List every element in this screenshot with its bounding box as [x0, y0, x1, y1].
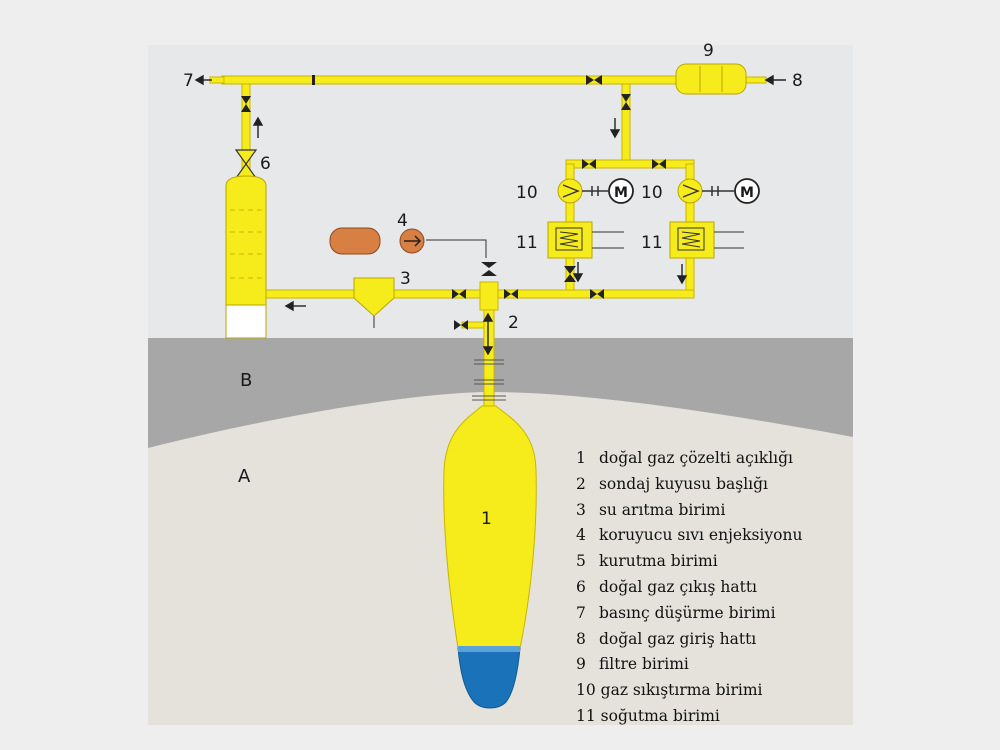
legend-item: 3 su arıtma birimi [576, 500, 726, 519]
label-outlet-7: 7 [183, 71, 194, 91]
label-filter-9: 9 [703, 41, 714, 61]
legend-item: 10 gaz sıkıştırma birimi [576, 681, 763, 700]
label-dryer-6: 6 [260, 154, 271, 174]
valve-split-left [582, 159, 596, 169]
casing-marks [472, 359, 506, 401]
valve-feed [621, 94, 631, 110]
motor-left [608, 178, 634, 204]
filter-unit [675, 63, 747, 95]
inlet-pipe [743, 76, 767, 84]
cooler-right [669, 221, 744, 259]
legend-list: 1 doğal gaz çözelti açıklığı 2 sondaj ku… [576, 446, 802, 730]
legend-item: 6 doğal gaz çıkış hattı [576, 577, 758, 596]
flow-arrows [194, 74, 786, 356]
label-layer-b: B [240, 370, 252, 391]
label-cavern-1: 1 [481, 509, 492, 529]
valves [241, 75, 666, 330]
legend-item: 11 soğutma birimi [576, 706, 720, 725]
valve-wellhead-side [454, 320, 468, 330]
label-inlet-8: 8 [792, 71, 803, 91]
injection-line [426, 239, 487, 258]
motor-shafts [582, 186, 734, 196]
right-cooler-pipe [685, 201, 695, 223]
label-motor-right: M [740, 185, 754, 201]
valve-cooler-left [564, 266, 576, 282]
compressor-left [557, 178, 583, 204]
label-layer-a: A [238, 466, 251, 487]
top-header-pipe [221, 75, 681, 85]
valve-wellhead-left [452, 289, 466, 299]
right-compressor-drop [685, 163, 695, 181]
outlet-pipe [209, 76, 225, 84]
injection-unit [329, 227, 425, 255]
legend-item: 9 filtre birimi [576, 655, 689, 674]
label-motor-left: M [614, 185, 628, 201]
cooler-left [547, 221, 624, 259]
valve-return [590, 289, 604, 299]
label-compressor-right-10: 10 [641, 183, 663, 203]
legend-item: 7 basınç düşürme birimi [576, 603, 776, 622]
left-cooler-pipe [565, 201, 575, 223]
legend-item: 5 kurutma birimi [576, 552, 718, 571]
label-compressor-left-10: 10 [516, 183, 538, 203]
valve-wellhead-right [504, 289, 518, 299]
legend-item: 4 koruyucu sıvı enjeksiyonu [576, 526, 803, 545]
legend-item: 1 doğal gaz çözelti açıklığı [576, 449, 793, 467]
legend-item: 2 sondaj kuyusu başlığı [576, 474, 768, 493]
label-wellhead-2: 2 [508, 313, 519, 333]
label-injection-4: 4 [397, 211, 408, 231]
valve-injection [481, 262, 497, 276]
left-compressor-drop [565, 163, 575, 181]
compressor-right [677, 178, 703, 204]
label-water-treatment-3: 3 [400, 269, 411, 289]
valve-split-right [652, 159, 666, 169]
brine-interface [458, 646, 520, 652]
wellhead-body [479, 281, 499, 311]
valve-header-left [312, 75, 315, 85]
dryer-base [225, 304, 267, 339]
motor-right [734, 178, 760, 204]
legend-item: 8 doğal gaz giriş hattı [576, 629, 757, 648]
dryer-unit [225, 175, 267, 339]
valve-header-right [586, 75, 602, 85]
brine-sump [457, 647, 521, 709]
label-cooler-left-11: 11 [516, 233, 538, 253]
valve-dryer-top [241, 96, 251, 112]
water-treatment-unit [353, 277, 395, 328]
label-cooler-right-11: 11 [641, 233, 663, 253]
